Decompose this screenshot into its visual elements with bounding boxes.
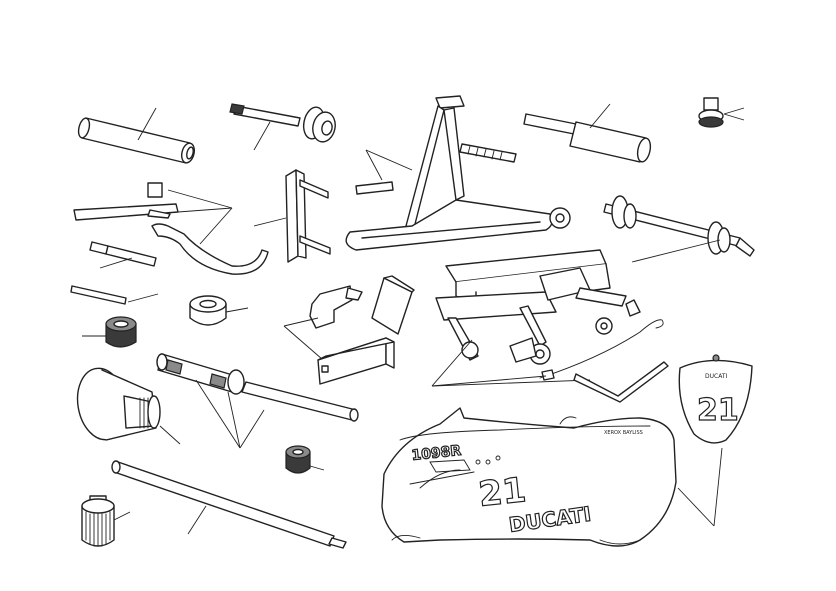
bike-cover: 1098R 21 DUCATI XEROX BAYLISS xyxy=(381,407,715,547)
fairing-model-text: 1098R xyxy=(411,443,462,464)
tool-case xyxy=(317,275,415,385)
knurled-bolt-tool xyxy=(81,495,131,547)
cap-tool xyxy=(189,295,249,326)
dark-bush-tool xyxy=(82,316,137,348)
nose-badge-text: DUCATI xyxy=(705,373,728,380)
nose-cover: DUCATI 21 xyxy=(678,354,753,527)
handle-tool xyxy=(523,103,652,163)
fairing-number-text: 21 xyxy=(477,470,528,515)
collar-shaft-tool xyxy=(156,353,359,449)
pin-spanner-tool xyxy=(73,182,269,275)
guide-pin-tool xyxy=(89,241,157,269)
small-bolt-tool xyxy=(698,97,745,128)
cylindrical-bar-tool xyxy=(77,107,196,164)
wheel-axle-tool xyxy=(603,195,755,263)
rear-paddock-stand xyxy=(345,95,571,251)
flanged-shaft-tool xyxy=(229,103,336,151)
fairing-sponsor-text: XEROX BAYLISS xyxy=(604,430,643,436)
flange-hub-tool xyxy=(76,367,181,445)
dark-bush-tool-2 xyxy=(285,445,325,474)
l-handle-tool xyxy=(573,361,669,403)
bracket-plate-tool xyxy=(253,169,331,263)
long-extension-bar xyxy=(111,460,347,549)
nose-number-text: 21 xyxy=(697,393,739,428)
thin-rod-tool xyxy=(70,285,159,305)
hydraulic-lift-jack xyxy=(431,249,664,387)
